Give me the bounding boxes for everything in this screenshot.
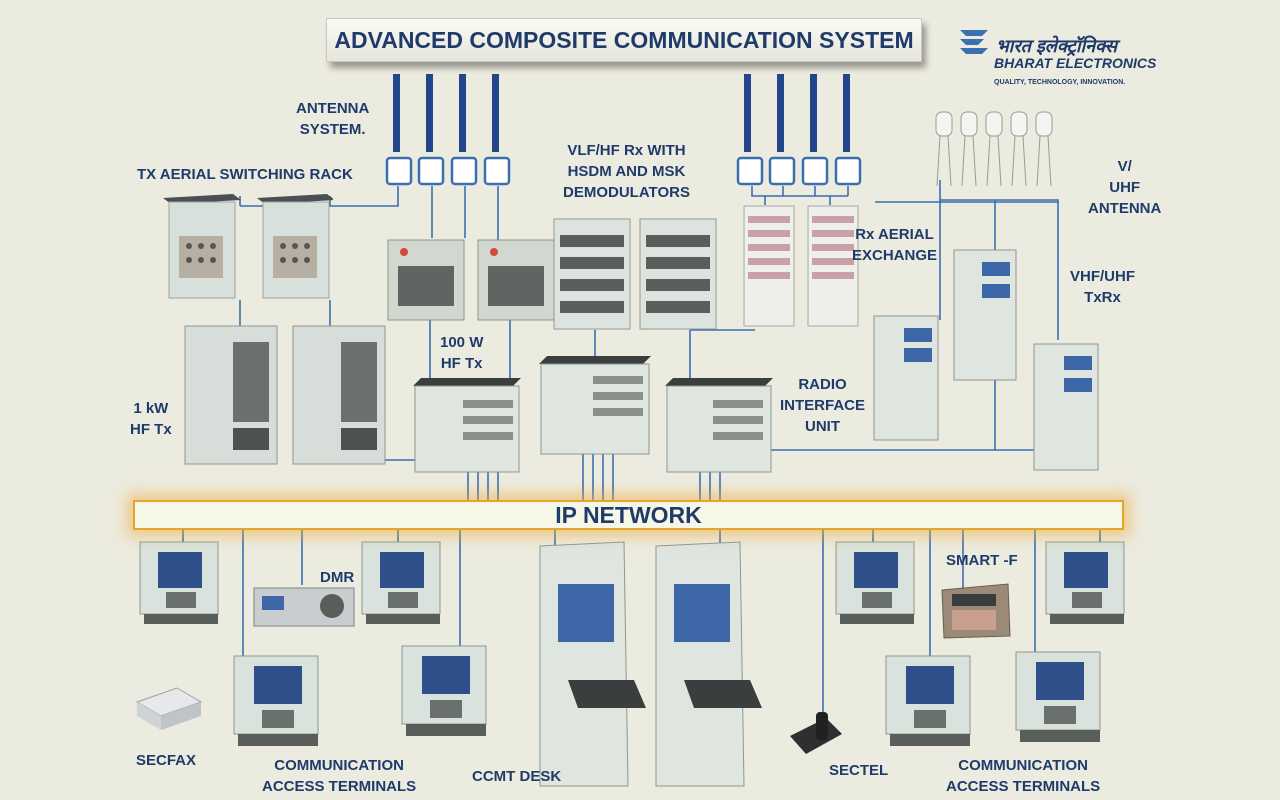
equipment-rack-icon: [163, 194, 333, 299]
ip-network-bar: IP NETWORK: [133, 500, 1124, 530]
label-secfax: SECFAX: [136, 752, 197, 769]
brand-name: BHARAT ELECTRONICS: [994, 55, 1157, 71]
diagram-title: ADVANCED COMPOSITE COMMUNICATION SYSTEM: [334, 26, 914, 53]
terminal-icon: [1045, 541, 1125, 624]
equipment-rack-icon: [553, 218, 717, 330]
equipment-rack-icon: [743, 205, 859, 327]
vhf-uhf-transceiver: [873, 249, 1099, 471]
fax-icon: [135, 687, 203, 730]
terminal-icon: [885, 655, 971, 746]
smart-f-unit: [941, 583, 1011, 639]
equipment-rack-icon: [873, 249, 1099, 471]
vuhf-antenna-icon: [935, 111, 1053, 187]
tx-aerial-switching-rack: [163, 194, 333, 299]
terminal-icon: [1015, 651, 1101, 742]
terminal-icon: [401, 645, 487, 736]
hf-100w-transmitter: [387, 239, 555, 321]
equipment-rack-icon: [387, 239, 555, 321]
label-tx-aerial: TX AERIAL SWITCHING RACK: [137, 166, 353, 183]
ip-network-label: IP NETWORK: [555, 501, 702, 528]
terminal-icon: [233, 655, 319, 746]
antenna-system-right: [736, 74, 862, 186]
terminal-icon: [361, 541, 441, 624]
rx-aerial-exchange: [743, 205, 859, 327]
antenna-mast-icon: [736, 74, 862, 186]
bel-logo-icon: [960, 30, 988, 54]
desk-icon: [539, 541, 762, 787]
vlf-hf-receiver: [553, 218, 717, 330]
terminal-icon: [139, 541, 219, 624]
dmr-unit: [253, 587, 355, 627]
equipment-rack-icon: [413, 356, 773, 473]
terminal-icon: [835, 541, 915, 624]
label-smart-f: SMART -F: [946, 552, 1018, 569]
antenna-mast-icon: [385, 74, 511, 186]
equipment-rack-icon: [184, 325, 386, 465]
label-dmr: DMR: [320, 569, 355, 586]
hf-1kw-transmitter: [184, 325, 386, 465]
brand-logo: भारत इलेक्ट्रॉनिक्स BHARAT ELECTRONICS Q…: [958, 22, 1158, 92]
antenna-system-left: [385, 74, 511, 186]
interface-cabinets: [413, 356, 773, 473]
label-sectel: SECTEL: [829, 762, 889, 779]
label-ccmt: CCMT DESK: [472, 768, 562, 785]
brand-tagline: QUALITY, TECHNOLOGY, INNOVATION.: [994, 79, 1126, 86]
brand-hindi: भारत इलेक्ट्रॉनिक्स: [996, 36, 1118, 56]
phone-icon: [790, 712, 842, 754]
title-banner: ADVANCED COMPOSITE COMMUNICATION SYSTEM: [326, 18, 922, 62]
